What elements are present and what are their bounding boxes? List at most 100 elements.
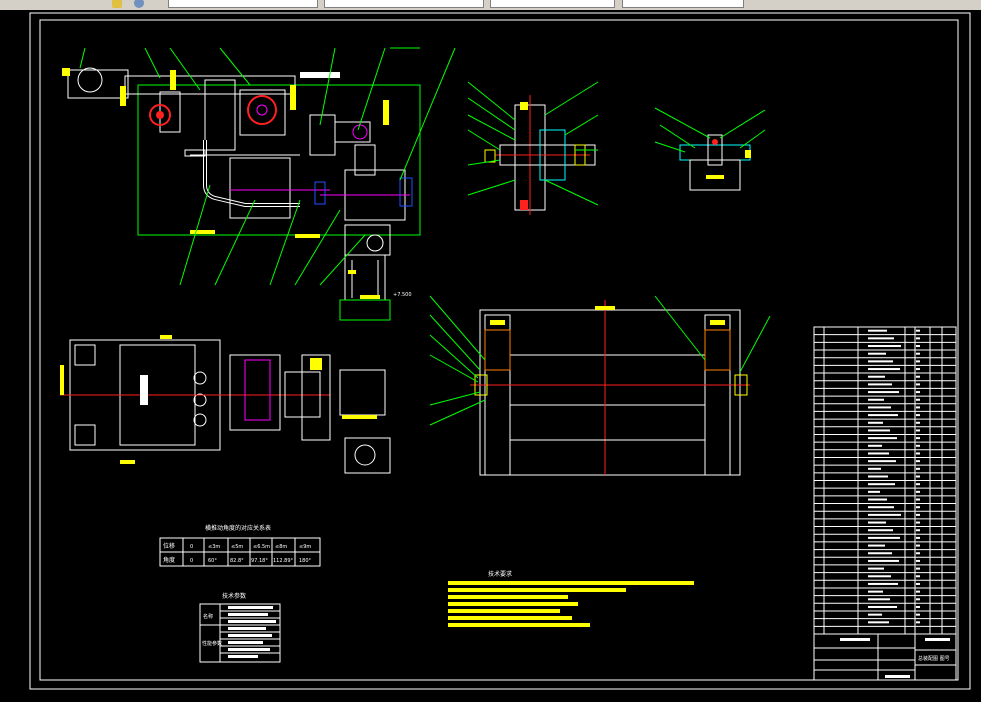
detail-view-small: [679, 134, 751, 191]
gearbox-vertical-unit: [339, 224, 391, 321]
speed-table-r2c4: 97.18°: [251, 558, 268, 564]
bom-row-text: [868, 483, 895, 486]
bom-row-qty: [916, 513, 920, 516]
bom-row-qty: [916, 567, 920, 570]
bom-row-qty: [916, 605, 920, 608]
bom-row-text: [868, 444, 882, 447]
bom-row-qty: [916, 383, 920, 386]
bom-row-text: [868, 329, 887, 332]
bom-table: [813, 326, 957, 635]
leader-lines-detail: [654, 107, 766, 153]
speed-table-r1c4: ≤6.5m: [253, 544, 270, 550]
title-block-marks: [840, 638, 950, 678]
bom-row-qty: [916, 621, 920, 624]
bom-row-qty: [916, 506, 920, 509]
main-assembly-view: [62, 67, 421, 238]
speed-table-r1c3: ≤5m: [231, 544, 243, 550]
bom-row-qty: [916, 529, 920, 532]
bom-row-qty: [916, 559, 920, 562]
bom-row-text: [868, 567, 884, 570]
bom-row-text: [868, 414, 898, 417]
title-block: [813, 633, 957, 681]
bom-row-text: [868, 575, 891, 578]
toolbar-icon-2[interactable]: [134, 0, 144, 8]
bom-row-text: [868, 368, 900, 371]
bom-row-qty: [916, 360, 920, 363]
bom-row-qty: [916, 429, 920, 432]
pulley-section-view: [484, 95, 596, 215]
bom-row-text: [868, 429, 890, 432]
cad-drawing-canvas[interactable]: 横推动角度的对应关系表 位移 角度 0 ≤3m ≤5m ≤6.5m ≤8m ≤9…: [0, 10, 981, 702]
leader-lines-top: [79, 47, 456, 286]
toolbar-combo-2[interactable]: [324, 0, 484, 8]
bom-row-text: [868, 352, 886, 355]
bom-row-qty: [916, 398, 920, 401]
bom-row-qty: [916, 452, 920, 455]
bom-row-qty: [916, 475, 920, 478]
toolbar-icon-1[interactable]: [112, 0, 122, 8]
bom-row-text: [868, 490, 880, 493]
speed-angle-table: [159, 537, 321, 567]
bom-row-text: [868, 360, 893, 363]
bom-row-text: [868, 559, 899, 562]
tech-params-table: [199, 603, 281, 663]
drawing-inner-frame: [39, 19, 959, 681]
tech-requirements-lines: [448, 581, 694, 627]
speed-table-r2c3: 82.8°: [230, 558, 244, 564]
bom-row-text: [868, 391, 899, 394]
bom-row-qty: [916, 437, 920, 440]
bom-row-text: [868, 536, 900, 539]
toolbar-combo-1[interactable]: [168, 0, 318, 8]
bom-row-text: [868, 467, 881, 470]
bom-row-text: [868, 421, 883, 424]
bom-row-text: [868, 345, 901, 348]
bom-row-qty: [916, 414, 920, 417]
speed-table-r1c5: ≤8m: [275, 544, 287, 550]
bom-row-text: [868, 513, 901, 516]
bom-row-qty: [916, 460, 920, 463]
speed-table-r2c2: 60°: [208, 558, 217, 564]
bom-row-text: [868, 521, 886, 524]
speed-table-cells: 0 ≤3m ≤5m ≤6.5m ≤8m ≤9m 0 60° 82.8° 97.1…: [190, 544, 312, 564]
bom-row-text: [868, 375, 885, 378]
bom-row-qty: [916, 598, 920, 601]
speed-table-r1c2: ≤3m: [208, 544, 220, 550]
bom-row-qty: [916, 521, 920, 524]
bom-row-text: [868, 383, 892, 386]
bom-row-qty: [916, 552, 920, 555]
bom-row-qty: [916, 613, 920, 616]
speed-table-title: 横推动角度的对应关系表: [205, 524, 271, 532]
bom-row-qty: [916, 345, 920, 348]
bom-row-text: [868, 460, 896, 463]
speed-table-r2c6: 180°: [299, 558, 312, 564]
speed-table-r2c5: 112.89°: [273, 558, 293, 564]
bom-row-text: [868, 544, 885, 547]
speed-table-row2-label: 角度: [163, 556, 175, 564]
bom-row-text: [868, 605, 897, 608]
drum-section-view: [470, 300, 750, 476]
bom-row-qty: [916, 368, 920, 371]
bom-row-qty: [916, 544, 920, 547]
drawing-outer-frame: [29, 12, 971, 690]
tech-params-label-name: 名称: [203, 613, 213, 620]
bom-row-qty: [916, 421, 920, 424]
bom-row-qty: [916, 352, 920, 355]
tech-params-title: 技术参数: [222, 592, 246, 600]
tech-params-label-perf: 性能参数: [202, 640, 222, 647]
toolbar-combo-3[interactable]: [490, 0, 615, 8]
bom-row-text: [868, 552, 892, 555]
tech-requirements-title: 技术要求: [488, 570, 512, 578]
speed-table-r2c1: 0: [190, 558, 193, 564]
bom-row-qty: [916, 590, 920, 593]
bom-row-text: [868, 506, 894, 509]
bom-row-text: [868, 621, 889, 624]
bom-row-qty: [916, 391, 920, 394]
bom-row-qty: [916, 483, 920, 486]
toolbar-combo-4[interactable]: [622, 0, 744, 8]
leader-lines-pulley: [467, 81, 599, 206]
bom-row-qty: [916, 406, 920, 409]
speed-table-r1c6: ≤9m: [299, 544, 311, 550]
bom-row-text: [868, 475, 888, 478]
bom-row-qty: [916, 575, 920, 578]
title-block-drawing-name: 总装配图 图号: [918, 655, 950, 662]
